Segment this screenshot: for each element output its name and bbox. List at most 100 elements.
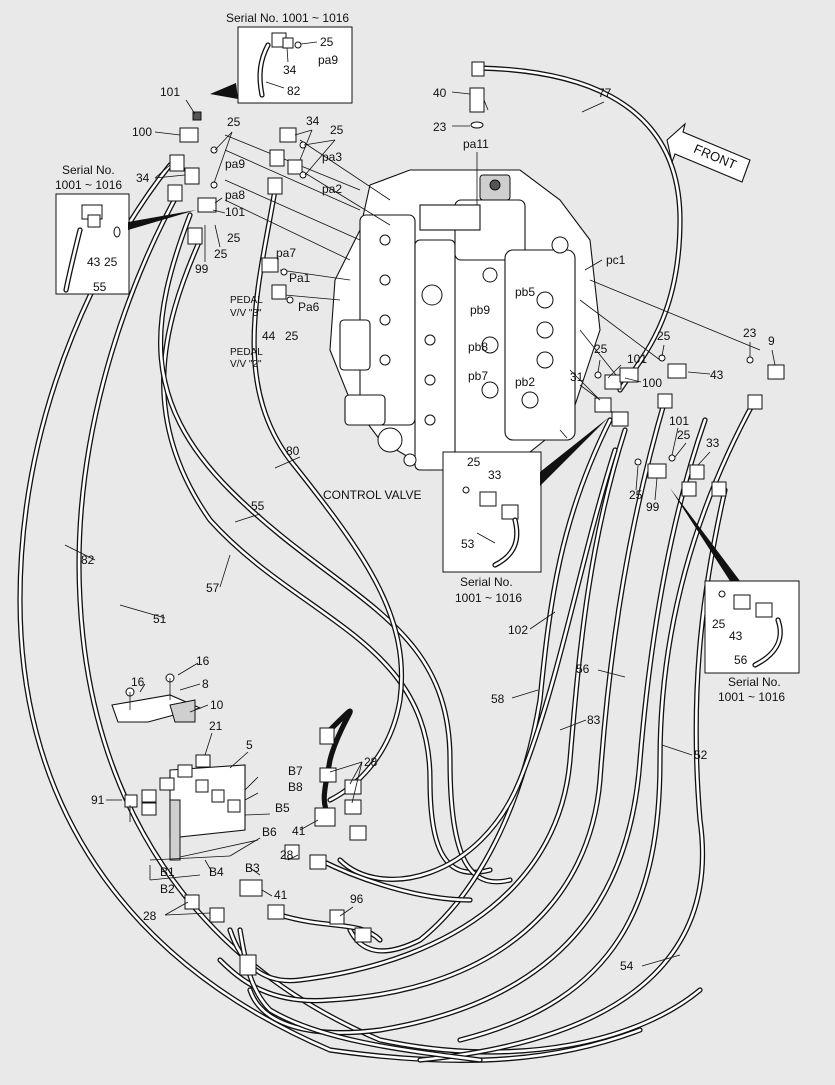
callout: Pa6 bbox=[298, 300, 320, 314]
serial-box-left: Serial No. 1001 ~ 1016 43 25 55 bbox=[55, 163, 196, 295]
callout: pa11 bbox=[463, 137, 489, 151]
callout: 96 bbox=[350, 892, 364, 906]
callout: pa7 bbox=[276, 246, 296, 260]
callout: pa2 bbox=[322, 182, 342, 196]
serial-box-top: Serial No. 1001 ~ 1016 25 34 pa9 82 bbox=[210, 11, 353, 104]
callout: 23 bbox=[743, 326, 757, 340]
callout: 58 bbox=[491, 692, 505, 706]
callout: 41 bbox=[274, 888, 288, 902]
callout: 80 bbox=[286, 444, 300, 458]
callout: 25 bbox=[227, 231, 241, 245]
callout: 40 bbox=[433, 86, 447, 100]
callout: pb7 bbox=[468, 369, 488, 383]
serial-box-top-title: Serial No. 1001 ~ 1016 bbox=[226, 11, 349, 25]
callout: 28 bbox=[280, 848, 294, 862]
callout: 25 bbox=[285, 329, 299, 343]
serial-box-left-title-2: 1001 ~ 1016 bbox=[55, 178, 122, 192]
callout: 51 bbox=[153, 612, 167, 626]
callout: 9 bbox=[768, 334, 775, 348]
pedal-label-2-line1: PEDAL bbox=[230, 347, 263, 358]
callouts: 101 100 25 34 pa9 pa8 101 99 25 25 34 25… bbox=[81, 85, 775, 973]
fittings bbox=[167, 61, 785, 976]
callout: B2 bbox=[160, 882, 175, 896]
callout: pa3 bbox=[322, 150, 342, 164]
callout: 16 bbox=[196, 654, 210, 668]
serial-box-right-part-43: 43 bbox=[729, 629, 743, 643]
front-arrow: FRONT bbox=[666, 122, 751, 183]
callout: pb5 bbox=[515, 285, 535, 299]
serial-box-right-title-2: 1001 ~ 1016 bbox=[718, 690, 785, 704]
callout: 25 bbox=[629, 488, 643, 502]
callout: 25 bbox=[214, 247, 228, 261]
serial-box-center-part-53: 53 bbox=[461, 537, 475, 551]
callout: 101 bbox=[225, 205, 245, 219]
callout: 28 bbox=[143, 909, 157, 923]
callout: 28 bbox=[364, 755, 378, 769]
callout: B1 bbox=[160, 865, 175, 879]
callout: 101 bbox=[627, 352, 647, 366]
callout: B5 bbox=[275, 801, 290, 815]
leader-lines bbox=[64, 91, 776, 967]
callout: 25 bbox=[677, 428, 691, 442]
callout: 31 bbox=[570, 370, 584, 384]
control-valve-body bbox=[329, 169, 601, 471]
callout: 5 bbox=[246, 738, 253, 752]
serial-box-right-title-1: Serial No. bbox=[728, 675, 781, 689]
callout: pa8 bbox=[225, 188, 245, 202]
hose-short bbox=[321, 708, 353, 823]
callout: 54 bbox=[620, 959, 634, 973]
serial-box-left-title-1: Serial No. bbox=[62, 163, 115, 177]
callout: 41 bbox=[292, 824, 306, 838]
callout: B4 bbox=[209, 865, 224, 879]
serial-box-right: 25 43 56 Serial No. 1001 ~ 1016 bbox=[670, 488, 800, 704]
callout: pb8 bbox=[468, 340, 488, 354]
serial-box-center-title-1: Serial No. bbox=[460, 575, 513, 589]
callout: 100 bbox=[642, 376, 662, 390]
callout: 34 bbox=[136, 171, 150, 185]
serial-box-center: 25 33 53 Serial No. 1001 ~ 1016 bbox=[442, 418, 608, 605]
callout: 34 bbox=[306, 114, 320, 128]
serial-box-center-part-25: 25 bbox=[467, 455, 481, 469]
hose-group bbox=[17, 65, 758, 1063]
callout: B3 bbox=[245, 861, 260, 875]
callout: 44 bbox=[262, 329, 276, 343]
callout: 100 bbox=[132, 125, 152, 139]
callout: pb2 bbox=[515, 375, 535, 389]
pedal-label-3-line1: PEDAL bbox=[230, 295, 263, 306]
callout: 25 bbox=[330, 123, 344, 137]
callout: 55 bbox=[251, 499, 265, 513]
serial-box-center-part-33: 33 bbox=[488, 468, 502, 482]
callout: B7 bbox=[288, 764, 303, 778]
callout: 10 bbox=[210, 698, 224, 712]
callout: 23 bbox=[433, 120, 447, 134]
serial-box-top-part-82: 82 bbox=[287, 84, 301, 98]
pedal-label-2-line2: V/V "2" bbox=[230, 359, 262, 370]
mounting-block bbox=[111, 673, 246, 861]
callout: 21 bbox=[209, 719, 223, 733]
callout: 99 bbox=[646, 500, 660, 514]
callout: 52 bbox=[694, 748, 708, 762]
callout: 99 bbox=[195, 262, 209, 276]
callout: 43 bbox=[710, 368, 724, 382]
callout: 8 bbox=[202, 677, 209, 691]
fitting-100 bbox=[179, 127, 199, 143]
callout: 101 bbox=[160, 85, 180, 99]
callout: B8 bbox=[288, 780, 303, 794]
callout: 25 bbox=[594, 342, 608, 356]
serial-box-top-part-25: 25 bbox=[320, 35, 334, 49]
callout: 91 bbox=[91, 793, 105, 807]
callout: 33 bbox=[706, 436, 720, 450]
control-valve-label: CONTROL VALVE bbox=[323, 488, 421, 502]
serial-box-right-part-56: 56 bbox=[734, 653, 748, 667]
serial-box-left-part-25: 25 bbox=[104, 255, 118, 269]
callout: 56 bbox=[576, 662, 590, 676]
callout: 77 bbox=[598, 86, 612, 100]
serial-box-top-part-34: 34 bbox=[283, 63, 297, 77]
callout: 16 bbox=[131, 675, 145, 689]
serial-box-top-part-pa9: pa9 bbox=[318, 53, 338, 67]
callout: 57 bbox=[206, 581, 220, 595]
pedal-label-3-line2: V/V "3" bbox=[230, 308, 262, 319]
callout: 101 bbox=[669, 414, 689, 428]
